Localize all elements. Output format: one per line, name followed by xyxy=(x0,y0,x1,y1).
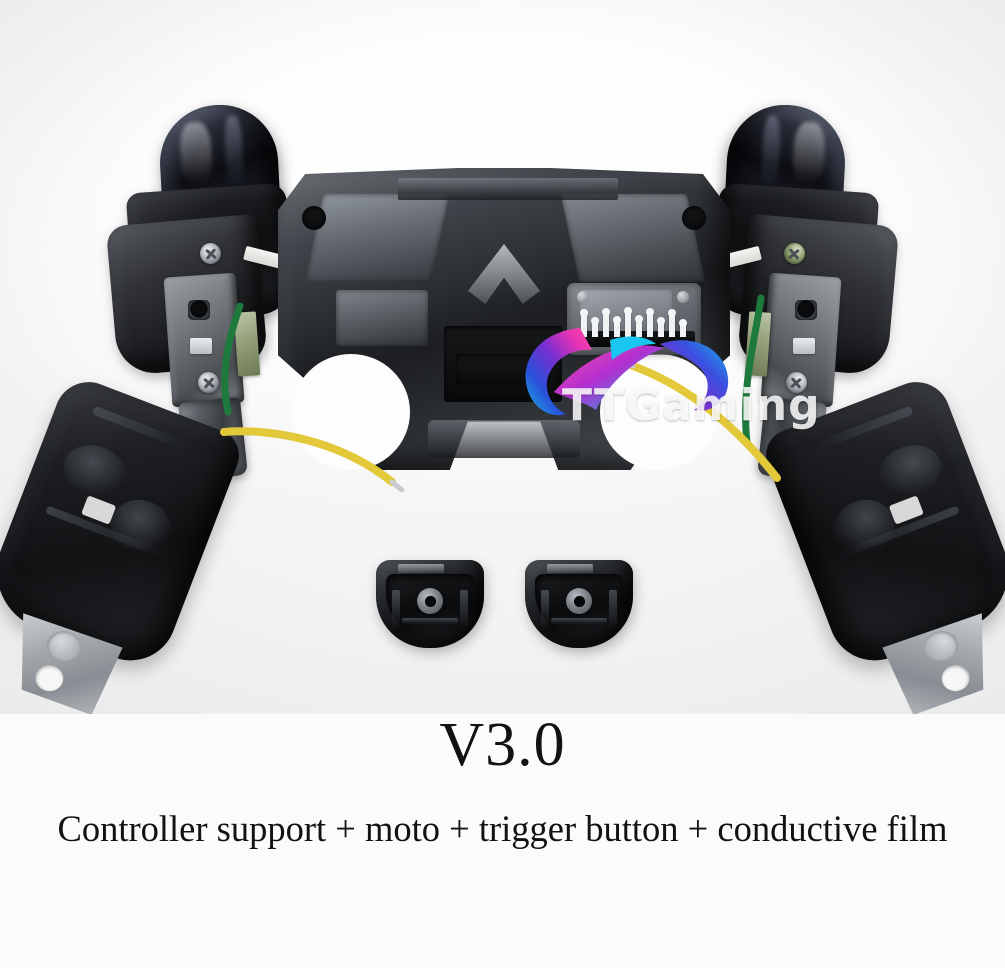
left-handle-rib xyxy=(91,405,192,452)
chassis-right-stick-hole xyxy=(600,354,718,470)
film-pin xyxy=(602,308,610,337)
chassis-left-plate xyxy=(336,290,428,346)
parts-caption: Controller support + moto + trigger butt… xyxy=(57,808,948,849)
trigger-right-top-chip xyxy=(547,564,593,573)
chassis-mount-post-right xyxy=(682,206,706,230)
film-pin xyxy=(679,319,687,337)
film-pin xyxy=(668,309,676,337)
left-bracket-pad xyxy=(45,628,84,663)
trigger-left-pivot-boss xyxy=(417,588,443,614)
right-bracket-pad xyxy=(922,628,961,663)
film-screw-left xyxy=(577,291,589,303)
right-handle-highlight-2 xyxy=(825,491,903,564)
film-pin xyxy=(635,315,643,337)
left-trigger-keyhole xyxy=(188,300,210,320)
chassis-right-rail xyxy=(560,194,706,282)
trigger-right-ridge-2 xyxy=(609,590,617,628)
right-pcb-contact xyxy=(744,311,772,377)
product-photograph: TTGaming xyxy=(0,0,1005,714)
trigger-right-ridge xyxy=(541,590,549,628)
right-trigger-keyhole xyxy=(795,300,817,320)
film-pin xyxy=(646,308,654,337)
right-grip-assembly xyxy=(705,100,1005,690)
left-upper-screw xyxy=(200,243,221,264)
chassis-left-rail xyxy=(304,194,450,282)
version-label: V3.0 xyxy=(439,711,566,779)
trigger-button-left xyxy=(376,560,484,648)
left-lower-screw xyxy=(198,372,219,393)
trigger-left-ridge xyxy=(392,590,400,628)
film-pin xyxy=(591,317,599,337)
trigger-button-right xyxy=(525,560,633,648)
conductive-film xyxy=(567,283,701,355)
right-handle-rib xyxy=(813,405,914,452)
right-bracket-hole xyxy=(940,663,972,693)
chassis-top-bar xyxy=(398,178,618,200)
left-handle-highlight xyxy=(56,436,135,507)
left-grip-assembly xyxy=(0,100,300,690)
left-trigger-tab xyxy=(190,338,212,354)
trigger-left-top-chip xyxy=(398,564,444,573)
trigger-left-ridge-3 xyxy=(402,618,458,624)
chassis-left-stick-hole xyxy=(292,354,410,470)
right-handle-highlight xyxy=(870,436,949,507)
film-pin xyxy=(580,309,588,337)
trigger-right-pivot-boss xyxy=(566,588,592,614)
right-trigger-tab xyxy=(793,338,815,354)
film-pin xyxy=(613,316,621,337)
left-pcb-contact xyxy=(233,311,261,377)
film-screw-right xyxy=(677,291,689,303)
film-pin xyxy=(624,307,632,337)
trigger-left-ridge-2 xyxy=(460,590,468,628)
chassis-lower-bar xyxy=(428,420,580,458)
left-handle-highlight-2 xyxy=(102,491,180,564)
right-upper-screw xyxy=(784,243,805,264)
film-pin xyxy=(657,317,665,337)
chassis-battery-slot xyxy=(456,354,550,384)
right-lower-screw xyxy=(786,372,807,393)
left-bracket-hole xyxy=(33,663,65,693)
chassis-mount-post-left xyxy=(302,206,326,230)
trigger-right-ridge-3 xyxy=(551,618,607,624)
